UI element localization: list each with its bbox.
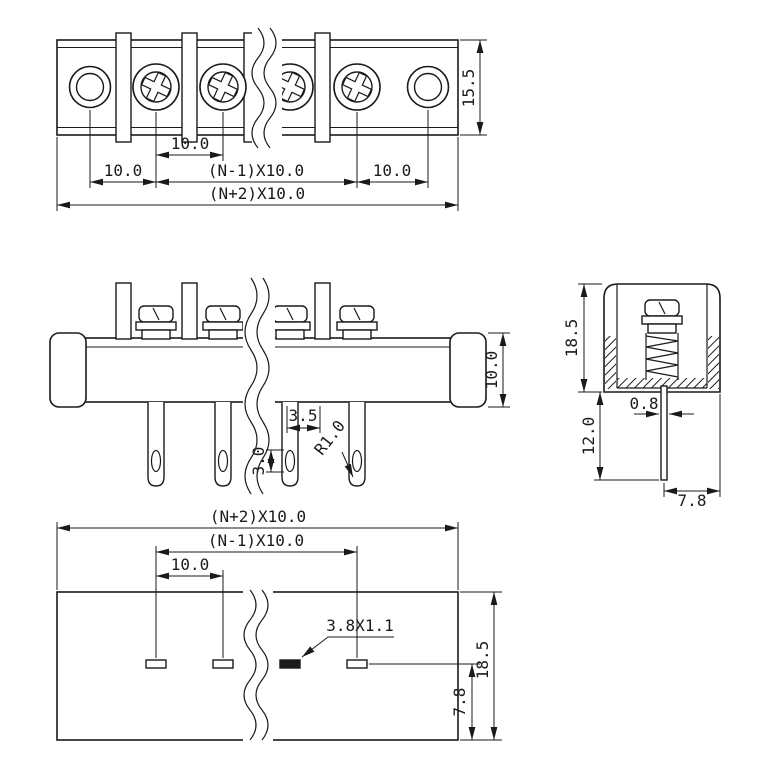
dim-label: 18.5 — [562, 319, 581, 358]
dim-label: 15.5 — [459, 69, 478, 108]
wire-clamp — [269, 305, 311, 340]
wire-clamp — [641, 299, 683, 334]
spring-coil — [645, 335, 679, 378]
pin-slot — [217, 449, 229, 473]
screw-head — [333, 63, 381, 111]
mounting-hole-left — [68, 65, 112, 109]
dim-label: 7.8 — [678, 491, 707, 510]
dim-label: 3.8X1.1 — [326, 616, 393, 635]
solder-pad — [145, 659, 167, 669]
dim-footprint-overall: (N+2)X10.0 — [57, 507, 458, 532]
dim-side-pin-thickness: 0.8 — [630, 394, 694, 418]
dim-label: 0.8 — [630, 394, 659, 413]
pad-size-callout: 3.8X1.1 — [301, 616, 394, 658]
top-view: 15.5 10.0 10.0 (N-1)X10.0 10.0 (N+2)X10.… — [56, 26, 487, 211]
partition-tab — [115, 282, 132, 340]
wire-clamp — [202, 305, 244, 340]
pin-slot — [351, 449, 363, 473]
section-hatch — [605, 336, 616, 389]
dim-front-slot-height: 3.0 — [249, 447, 284, 476]
pin — [660, 385, 668, 481]
dim-label: (N-1)X10.0 — [208, 161, 304, 180]
dim-label: (N+2)X10.0 — [209, 184, 305, 203]
dim-label: 18.5 — [473, 641, 492, 680]
solder-pad — [346, 659, 368, 669]
dim-label: 3.0 — [249, 447, 268, 476]
dim-label: (N+2)X10.0 — [210, 507, 306, 526]
dim-footprint-pad-offset: 7.8 — [369, 663, 480, 740]
dim-footprint-span: (N-1)X10.0 — [156, 531, 357, 556]
partition-tab — [115, 32, 132, 143]
dim-side-pin-length: 12.0 — [579, 392, 659, 481]
dim-top-overall: (N+2)X10.0 — [57, 184, 458, 209]
pin — [147, 402, 165, 487]
dim-side-depth: 7.8 — [663, 394, 721, 510]
dim-side-height: 18.5 — [562, 283, 602, 393]
dim-label: 10.0 — [373, 161, 412, 180]
break-line — [256, 277, 270, 495]
break-line — [244, 277, 258, 495]
dim-label: 7.8 — [450, 688, 469, 717]
break-gap — [252, 26, 282, 150]
dim-label: (N-1)X10.0 — [208, 531, 304, 550]
dim-front-pin-offset: 3.5 — [286, 406, 321, 433]
mounting-hole-right — [406, 65, 450, 109]
dim-front-radius: R1.0 — [310, 417, 354, 478]
partition-tab — [314, 32, 331, 143]
pin — [214, 402, 232, 487]
dim-front-body-height: 10.0 — [482, 332, 510, 408]
solder-pad — [279, 659, 301, 669]
screw-head — [199, 63, 247, 111]
break-line — [251, 27, 265, 149]
dim-label: 10.0 — [171, 555, 210, 574]
dim-footprint-height: 18.5 — [460, 591, 502, 741]
dim-label: 10.0 — [171, 134, 210, 153]
break-line — [243, 589, 257, 741]
dim-footprint-pitch: 10.0 — [156, 555, 223, 580]
dim-top-pitch: 10.0 — [156, 134, 223, 159]
dim-top-row2: 10.0 (N-1)X10.0 10.0 — [90, 161, 428, 186]
section-hatch — [617, 378, 707, 388]
partition-tab — [314, 282, 331, 340]
end-barrel-right — [449, 332, 487, 408]
dim-label: 10.0 — [482, 351, 501, 390]
break-line — [255, 589, 269, 741]
screw-head — [132, 63, 180, 111]
partition-tab — [181, 282, 198, 340]
front-view: 10.0 3.5 3.0 R1.0 — [49, 276, 510, 495]
dim-top-height: 15.5 — [459, 39, 487, 136]
footprint-view: (N+2)X10.0 (N-1)X10.0 10.0 3.8X1.1 18.5 … — [56, 507, 502, 744]
solder-pad — [212, 659, 234, 669]
section-hatch — [708, 336, 719, 389]
dim-label: 12.0 — [579, 417, 598, 456]
dim-label: 10.0 — [104, 161, 143, 180]
pin-slot — [284, 449, 296, 473]
partition-tab — [181, 32, 198, 143]
dim-label: 3.5 — [289, 406, 318, 425]
end-barrel-left — [49, 332, 87, 408]
side-view: 18.5 12.0 0.8 7.8 — [562, 283, 721, 510]
wire-clamp — [135, 305, 177, 340]
pin-slot — [150, 449, 162, 473]
solder-pins — [147, 402, 366, 487]
wire-clamp — [336, 305, 378, 340]
break-line — [263, 27, 277, 149]
